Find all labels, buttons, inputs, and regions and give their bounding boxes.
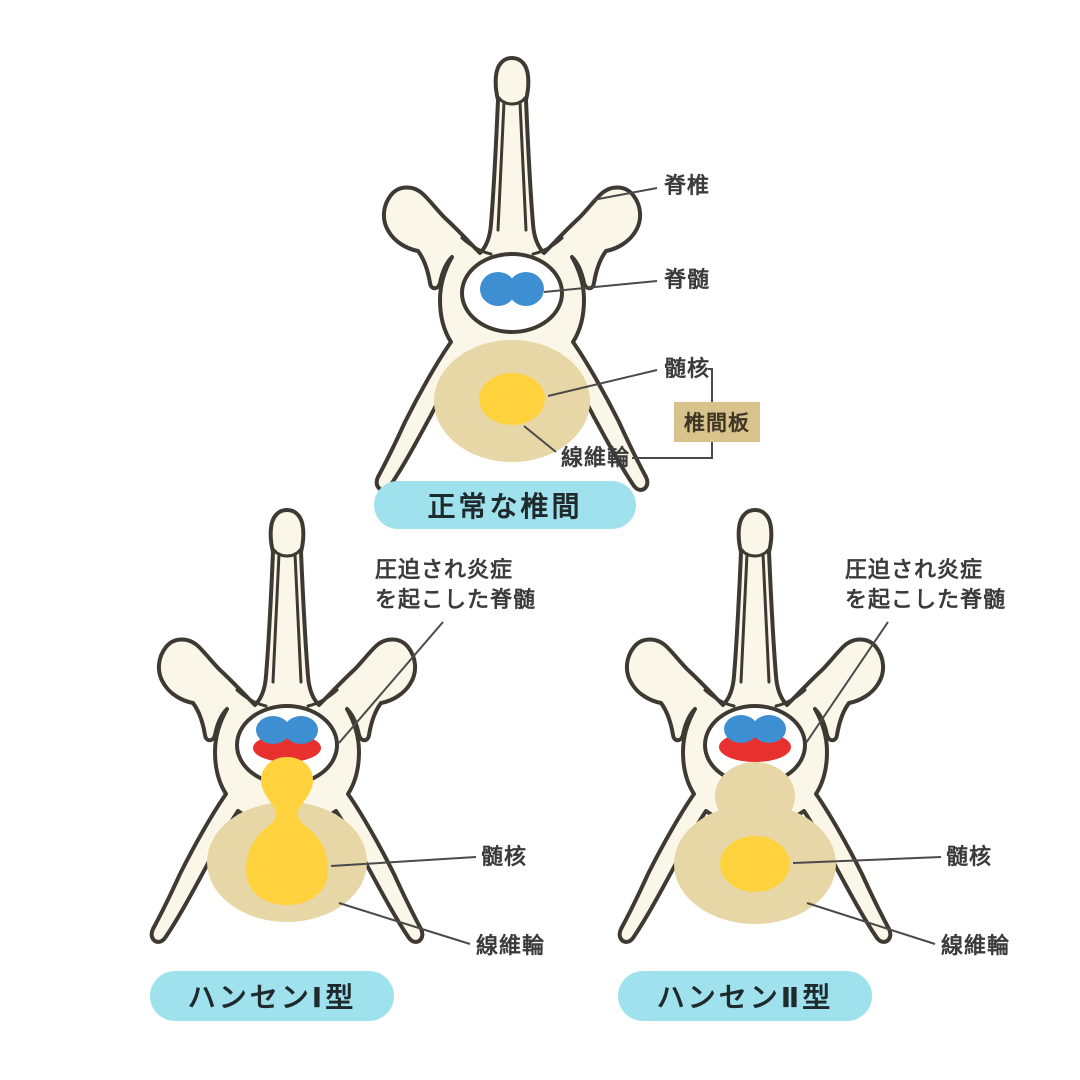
label-spinal-cord: 脊髄 — [664, 268, 711, 293]
label-annulus: 線維輪 — [476, 934, 546, 959]
spinal-cord — [480, 272, 544, 306]
title-normal: 正常な椎間 — [374, 481, 636, 529]
title-hansen2: ハンセンⅡ型 — [618, 971, 872, 1021]
herniated-nucleus — [246, 757, 328, 905]
disc-nucleus — [479, 373, 545, 425]
vertebra-hansen2 — [535, 480, 975, 960]
label-nucleus: 髄核 — [664, 357, 711, 382]
compressed-spinal-cord — [724, 715, 786, 743]
title-hansen1: ハンセンⅠ型 — [150, 971, 394, 1021]
label-annulus: 線維輪 — [561, 446, 631, 471]
label-compressed-cord-line2: を起こした脊髄 — [375, 588, 537, 613]
label-nucleus: 髄核 — [481, 845, 528, 870]
label-annulus: 線維輪 — [941, 934, 1011, 959]
disc-nucleus — [720, 836, 790, 892]
label-vertebra: 脊椎 — [664, 174, 711, 199]
label-compressed-cord-line1: 圧迫され炎症 — [845, 558, 984, 583]
label-nucleus: 髄核 — [946, 845, 993, 870]
label-compressed-cord-line1: 圧迫され炎症 — [375, 558, 514, 583]
disc-badge: 椎間板 — [674, 402, 760, 442]
vertebra-hansen1 — [67, 480, 507, 960]
label-compressed-cord-line2: を起こした脊髄 — [845, 588, 1007, 613]
compressed-spinal-cord — [256, 716, 318, 744]
